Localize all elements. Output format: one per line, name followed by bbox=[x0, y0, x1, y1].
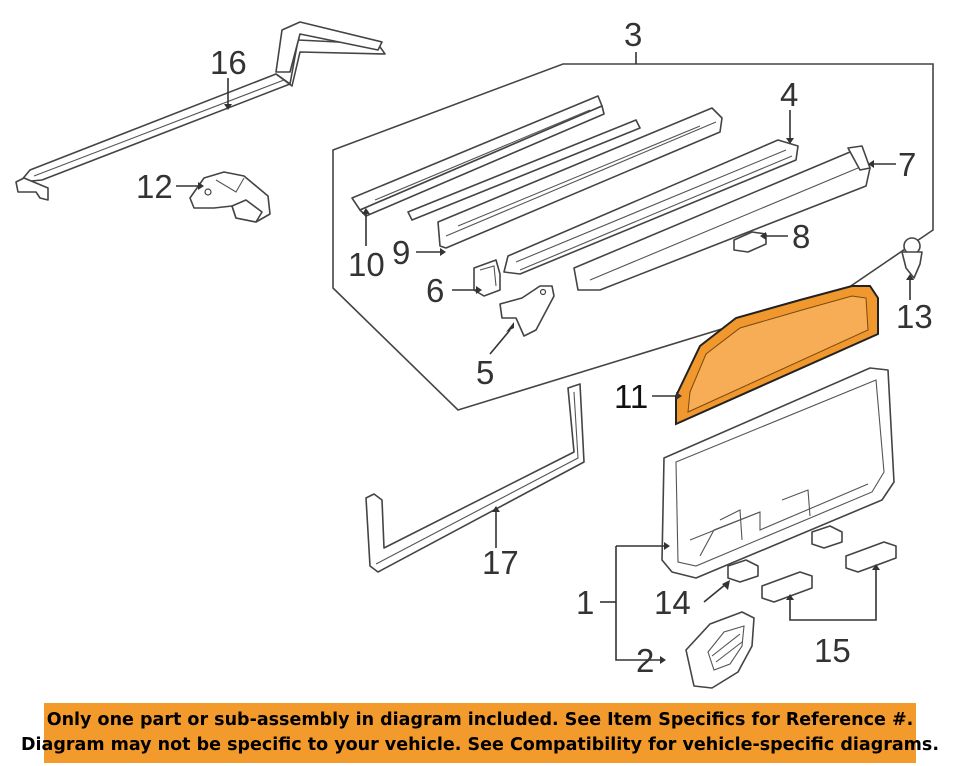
callout-2: 2 bbox=[636, 642, 654, 679]
part-17-seal bbox=[365, 383, 585, 573]
part-12-bracket bbox=[189, 171, 271, 223]
callout-3: 3 bbox=[624, 16, 642, 53]
callout-17: 17 bbox=[482, 544, 519, 581]
callout-5: 5 bbox=[476, 354, 494, 391]
arrowheads bbox=[198, 104, 914, 664]
part-15-pads bbox=[761, 541, 897, 603]
callout-11: 11 bbox=[614, 378, 648, 415]
part-strip-secondary bbox=[407, 119, 641, 221]
part-14-hinges bbox=[727, 525, 843, 583]
disclaimer-line-1: Only one part or sub-assembly in diagram… bbox=[46, 710, 914, 730]
leader-lines bbox=[176, 52, 911, 661]
disclaimer-line-2: Diagram may not be specific to your vehi… bbox=[21, 735, 939, 755]
callout-8: 8 bbox=[792, 218, 810, 255]
parts-diagram: 3 16 4 7 12 8 10 9 6 13 5 11 17 1 14 15 … bbox=[15, 16, 934, 689]
assembly-3-outline bbox=[332, 63, 934, 411]
part-2-bezel bbox=[685, 611, 755, 689]
callout-14: 14 bbox=[654, 584, 691, 621]
part-13-clip bbox=[901, 237, 923, 279]
callout-4: 4 bbox=[780, 76, 798, 113]
callout-6: 6 bbox=[426, 272, 444, 309]
callout-13: 13 bbox=[896, 298, 933, 335]
part-5-hinge bbox=[499, 285, 555, 337]
callout-15: 15 bbox=[814, 632, 851, 669]
part-11-panel bbox=[675, 285, 879, 426]
callout-9: 9 bbox=[392, 234, 410, 271]
callout-1: 1 bbox=[576, 584, 594, 621]
disclaimer-banner: Only one part or sub-assembly in diagram… bbox=[21, 703, 939, 763]
part-4-rail bbox=[503, 139, 799, 275]
callout-7: 7 bbox=[898, 146, 916, 183]
part-8-pad bbox=[733, 231, 767, 253]
part-7-rail bbox=[573, 145, 871, 291]
part-1-tailgate bbox=[661, 367, 895, 579]
callout-16: 16 bbox=[210, 44, 247, 81]
part-16-rail bbox=[15, 21, 386, 201]
callout-10: 10 bbox=[348, 246, 385, 283]
part-9-rail bbox=[437, 107, 723, 249]
callout-12: 12 bbox=[136, 168, 173, 205]
